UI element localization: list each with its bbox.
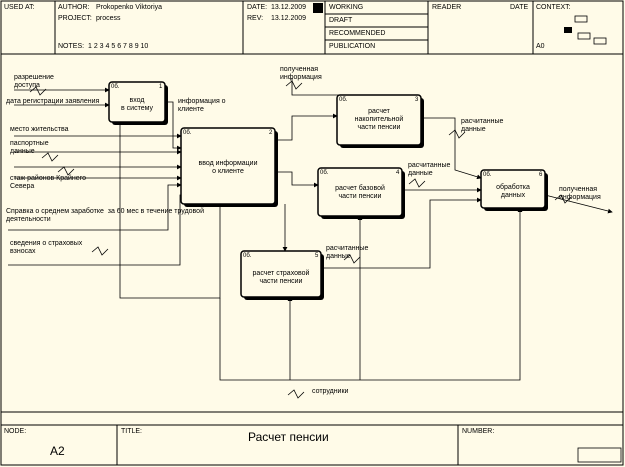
status-working: WORKING <box>329 4 364 11</box>
label-client-info: информация о клиенте <box>178 98 226 113</box>
context-label: CONTEXT: <box>536 4 571 11</box>
box-2-label: ввод информации о клиенте <box>198 160 258 175</box>
box-1-label: вход в систему <box>121 97 153 112</box>
date-value: 13.12.2009 <box>271 4 307 11</box>
author-value: Prokopenko Viktoriya <box>96 4 163 11</box>
box-5-label: расчет страховой части пенсии <box>252 270 310 285</box>
label-passport: паспортные данные <box>10 140 49 155</box>
label-calc-5: расчитанные данные <box>326 245 369 260</box>
author-label: AUTHOR: <box>58 4 90 11</box>
box-4-label: расчет базовой части пенсии <box>335 185 385 200</box>
rev-label: REV: <box>247 15 264 22</box>
box-3[interactable] <box>336 94 424 148</box>
label-output: полученная информация <box>559 186 601 201</box>
box-3-code: 0б. <box>339 97 348 103</box>
box-1-code: 0б. <box>111 84 120 90</box>
label-north: стаж районов Крайнего Севера <box>10 175 86 190</box>
diagram-title: Расчет пенсии <box>248 430 329 444</box>
rev-value: 13.12.2009 <box>271 15 307 22</box>
box-5[interactable] <box>240 250 324 300</box>
box-5-number: 5 <box>315 253 319 259</box>
project-label: PROJECT: <box>58 15 92 22</box>
label-calc-3: расчитанные данные <box>461 118 504 133</box>
label-reg-date: дата регистрации заявления <box>6 98 100 105</box>
box-6-number: 6 <box>539 172 543 178</box>
box-6-label: обработка данных <box>496 184 530 199</box>
status-recommended: RECOMMENDED <box>329 30 386 37</box>
box-5-code: 0б. <box>243 253 252 259</box>
date-label: DATE: <box>247 4 268 11</box>
number-label: NUMBER: <box>462 428 495 435</box>
box-2-code: 0б. <box>183 130 192 136</box>
box-6-code: 0б. <box>483 172 492 178</box>
status-draft: DRAFT <box>329 17 353 24</box>
label-received-info: полученная информация <box>280 66 322 81</box>
title-label: TITLE: <box>121 428 143 435</box>
notes-value: 1 2 3 4 5 6 7 8 9 10 <box>88 43 149 50</box>
label-insurance: сведения о страховых взносах <box>10 240 83 255</box>
box-1-number: 1 <box>159 84 163 90</box>
status-publication: PUBLICATION <box>329 43 376 50</box>
node-value: A2 <box>50 444 65 458</box>
box-2[interactable] <box>180 127 278 207</box>
box-3-number: 3 <box>415 97 419 103</box>
box-3-label: расчет накопительной части пенсии <box>354 108 404 131</box>
reader-label: READER <box>432 4 462 11</box>
used-at-label: USED AT: <box>4 4 35 11</box>
project-value: process <box>96 15 121 22</box>
label-residence: место жительства <box>10 126 69 133</box>
box-4-code: 0б. <box>320 170 329 176</box>
box-1[interactable] <box>108 81 168 125</box>
box-4-number: 4 <box>396 170 400 176</box>
label-permission: разрешение доступа <box>14 74 54 89</box>
context-node: A0 <box>536 43 545 50</box>
label-calc-4: расчитанные данные <box>408 162 451 177</box>
notes-label: NOTES: <box>58 43 85 50</box>
box-2-number: 2 <box>269 130 273 136</box>
reader-date-label: DATE <box>510 4 529 11</box>
arrow-lines <box>8 78 613 399</box>
label-salary: Справка о среднем заработке за 60 мес в … <box>6 208 204 223</box>
node-label: NODE: <box>4 428 27 435</box>
label-staff: сотрудники <box>312 388 349 395</box>
box-6[interactable] <box>480 169 548 211</box>
